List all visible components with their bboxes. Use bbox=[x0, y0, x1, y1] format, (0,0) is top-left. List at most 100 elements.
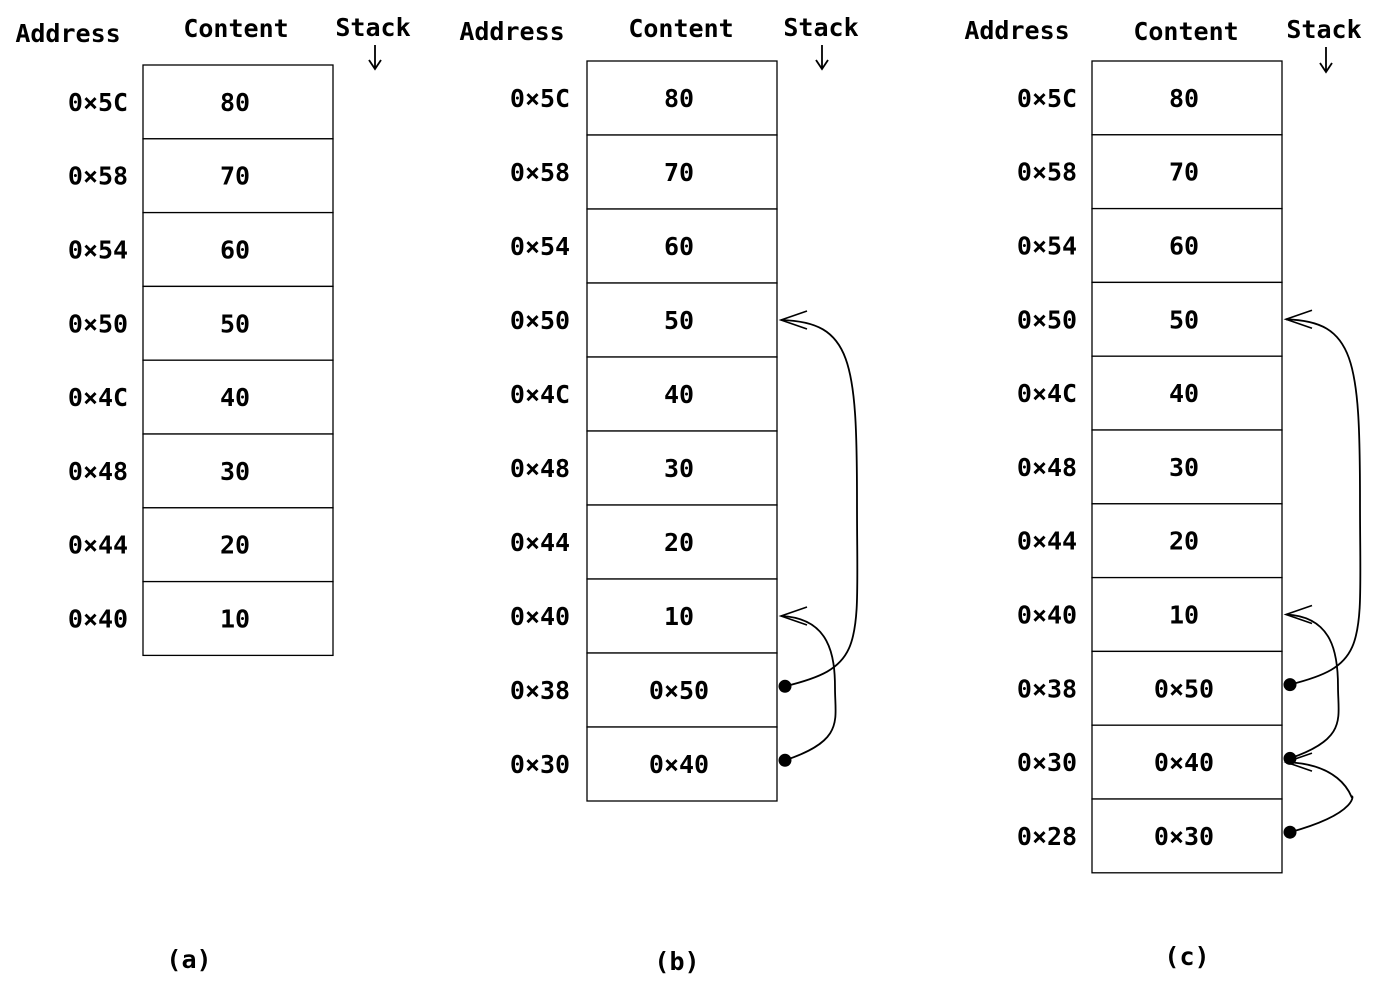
content-value: 60 bbox=[664, 232, 694, 261]
content-value: 10 bbox=[220, 605, 250, 634]
address-label: 0×44 bbox=[1017, 527, 1077, 556]
content-value: 10 bbox=[664, 602, 694, 631]
memory-cell bbox=[142, 433, 334, 509]
memory-row: 0×40 10 bbox=[68, 580, 334, 657]
address-label: 0×4C bbox=[1017, 379, 1077, 408]
memory-cell bbox=[1091, 724, 1283, 800]
content-value: 50 bbox=[1169, 305, 1199, 334]
arrowhead-icon bbox=[1283, 309, 1313, 330]
arrowhead-icon bbox=[778, 310, 808, 330]
memory-cell bbox=[586, 430, 778, 506]
pointer-arrow bbox=[1283, 752, 1354, 839]
memory-cell bbox=[1091, 576, 1283, 653]
pointer-arrow bbox=[778, 606, 837, 767]
memory-cell bbox=[586, 578, 778, 654]
pointer-arrow bbox=[1283, 309, 1362, 692]
memory-row: 0×54 60 bbox=[510, 208, 778, 284]
address-label: 0×54 bbox=[1017, 232, 1077, 261]
memory-cell bbox=[1091, 355, 1283, 431]
memory-cell bbox=[142, 285, 334, 361]
stack-header: Stack bbox=[1286, 15, 1361, 44]
address-label: 0×48 bbox=[1017, 453, 1077, 482]
address-label: 0×38 bbox=[510, 676, 570, 705]
address-label: 0×44 bbox=[68, 531, 128, 560]
content-value: 10 bbox=[1169, 601, 1199, 630]
memory-cell bbox=[142, 138, 334, 214]
memory-cell bbox=[1091, 134, 1283, 210]
address-label: 0×50 bbox=[68, 309, 128, 338]
stack-direction-arrow-icon bbox=[368, 45, 382, 71]
address-label: 0×40 bbox=[68, 605, 128, 634]
address-label: 0×30 bbox=[1017, 748, 1077, 777]
memory-row: 0×4C 40 bbox=[1017, 355, 1283, 431]
memory-cell bbox=[586, 652, 778, 728]
memory-row: 0×44 20 bbox=[1017, 503, 1283, 579]
content-value: 70 bbox=[220, 162, 250, 191]
memory-row: 0×40 10 bbox=[1017, 576, 1283, 653]
pointer-curve bbox=[1285, 761, 1354, 834]
content-value: 0×50 bbox=[649, 676, 709, 705]
memory-cell bbox=[1091, 281, 1283, 357]
content-value: 20 bbox=[220, 531, 250, 560]
memory-cell bbox=[142, 359, 334, 435]
memory-cell bbox=[142, 211, 334, 288]
content-value: 40 bbox=[1169, 379, 1199, 408]
memory-cell bbox=[1091, 207, 1283, 284]
content-value: 30 bbox=[1169, 453, 1199, 482]
address-label: 0×38 bbox=[1017, 674, 1077, 703]
arrowhead-icon bbox=[1283, 752, 1313, 772]
pointer-origin-dot bbox=[778, 753, 792, 767]
content-value: 20 bbox=[664, 528, 694, 557]
content-value: 70 bbox=[664, 158, 694, 187]
memory-cell bbox=[1091, 503, 1283, 579]
pointer-curve bbox=[780, 615, 837, 762]
content-value: 20 bbox=[1169, 527, 1199, 556]
address-label: 0×4C bbox=[68, 383, 128, 412]
memory-row: 0×44 20 bbox=[68, 507, 334, 583]
address-label: 0×5C bbox=[68, 88, 128, 117]
address-label: 0×58 bbox=[68, 162, 128, 191]
pointer-origin-dot bbox=[1283, 678, 1297, 692]
memory-row: 0×5C 80 bbox=[68, 64, 334, 140]
content-value: 30 bbox=[664, 454, 694, 483]
pointer-arrow bbox=[778, 310, 859, 693]
content-header: Content bbox=[628, 14, 733, 43]
address-label: 0×54 bbox=[510, 232, 570, 261]
content-value: 0×30 bbox=[1154, 822, 1214, 851]
content-value: 80 bbox=[1169, 84, 1199, 113]
content-value: 80 bbox=[220, 88, 250, 117]
pointer-curve bbox=[1285, 613, 1340, 760]
stack-header: Stack bbox=[783, 13, 858, 42]
content-header: Content bbox=[1133, 17, 1238, 46]
content-value: 70 bbox=[1169, 158, 1199, 187]
content-value: 30 bbox=[220, 457, 250, 486]
memory-cell bbox=[586, 134, 778, 210]
stack-direction-arrow-icon bbox=[1319, 47, 1333, 74]
pointer-origin-dot bbox=[1283, 825, 1297, 839]
content-header: Content bbox=[183, 14, 288, 43]
address-label: 0×40 bbox=[1017, 601, 1077, 630]
address-label: 0×54 bbox=[68, 236, 128, 265]
address-header: Address bbox=[964, 16, 1069, 45]
memory-row: 0×58 70 bbox=[68, 138, 334, 214]
address-label: 0×5C bbox=[510, 84, 570, 113]
arrowhead-icon bbox=[778, 606, 808, 626]
